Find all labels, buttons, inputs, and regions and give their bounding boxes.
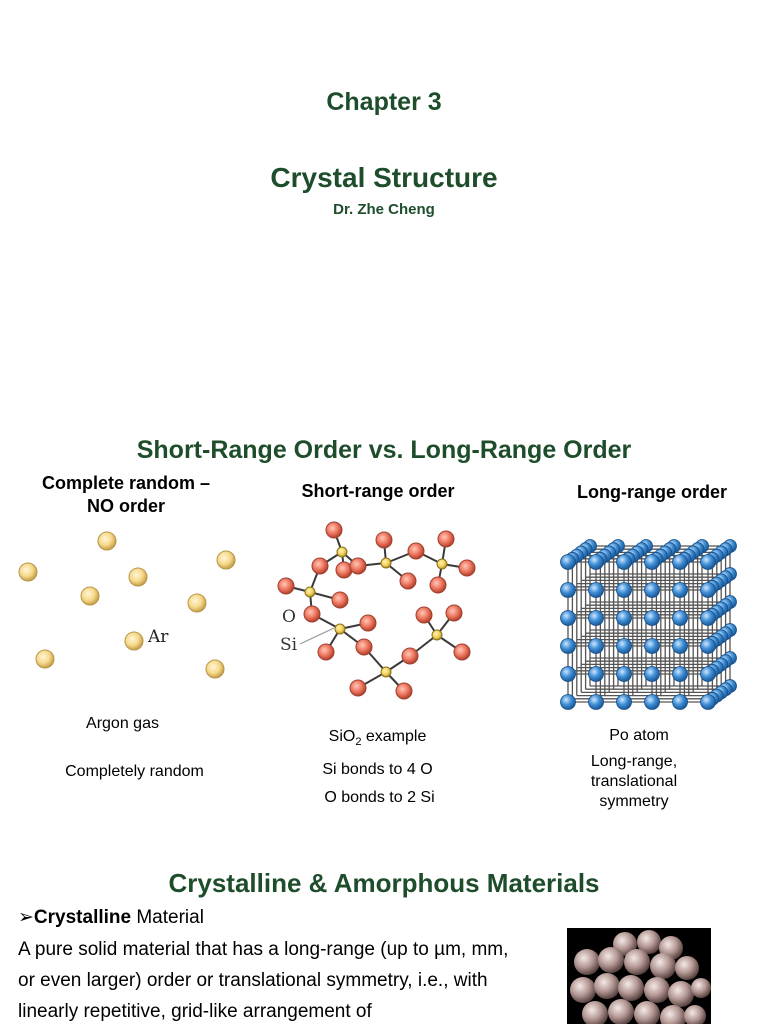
argon-atom bbox=[187, 593, 207, 613]
caption-long-range-line1: Long-range, bbox=[590, 753, 678, 770]
po-atom bbox=[616, 694, 632, 710]
po-atom bbox=[700, 610, 716, 626]
lattice-atoms bbox=[560, 539, 737, 710]
po-atom bbox=[672, 694, 688, 710]
bullet-arrow-icon: ➢ bbox=[18, 907, 34, 928]
caption-sio2-suffix: example bbox=[361, 728, 427, 745]
po-atom bbox=[616, 554, 632, 570]
argon-atom bbox=[128, 567, 148, 587]
po-atom bbox=[588, 582, 604, 598]
po-atom bbox=[616, 638, 632, 654]
paragraph-line: A pure solid material that has a long-ra… bbox=[18, 939, 509, 960]
po-atom bbox=[644, 554, 660, 570]
po-atom bbox=[560, 694, 576, 710]
po-atom bbox=[672, 582, 688, 598]
po-atom bbox=[672, 610, 688, 626]
po-atom bbox=[672, 666, 688, 682]
argon-atom bbox=[80, 586, 100, 606]
caption-po-atom: Po atom bbox=[609, 727, 669, 744]
column-heading-long-range: Long-range order bbox=[576, 482, 727, 502]
author-name: Dr. Zhe Cheng bbox=[333, 201, 435, 218]
column-heading-random-line2: NO order bbox=[86, 496, 165, 516]
caption-argon-gas: Argon gas bbox=[86, 715, 159, 732]
caption-o-bonds: O bonds to 2 Si bbox=[324, 789, 435, 806]
argon-atoms-figure: Ar bbox=[18, 531, 236, 679]
caption-completely-random: Completely random bbox=[65, 763, 204, 780]
po-atom bbox=[700, 638, 716, 654]
section-heading-order: Short-Range Order vs. Long-Range Order bbox=[136, 436, 632, 464]
po-atom bbox=[616, 610, 632, 626]
argon-label: Ar bbox=[147, 627, 169, 647]
chapter-title: Chapter 3 bbox=[326, 88, 442, 116]
po-atom bbox=[616, 666, 632, 682]
caption-long-range-symmetry: Long-range, translational symmetry bbox=[555, 752, 713, 812]
po-atom bbox=[588, 666, 604, 682]
caption-sio2-subscript: 2 bbox=[355, 736, 362, 749]
po-lattice-figure bbox=[560, 539, 737, 710]
po-atom bbox=[700, 554, 716, 570]
po-atom bbox=[644, 610, 660, 626]
po-atom bbox=[644, 666, 660, 682]
argon-atom bbox=[205, 659, 225, 679]
argon-atom bbox=[216, 550, 236, 570]
po-atom bbox=[560, 638, 576, 654]
po-atom bbox=[560, 666, 576, 682]
po-atom bbox=[672, 554, 688, 570]
section-heading-materials: Crystalline & Amorphous Materials bbox=[168, 868, 600, 898]
po-atom bbox=[588, 554, 604, 570]
po-atom bbox=[560, 582, 576, 598]
argon-atom bbox=[97, 531, 117, 551]
caption-sio2-example: SiO2 example bbox=[290, 727, 465, 752]
caption-long-range-line2: translational bbox=[590, 773, 678, 790]
silicon-label: Si bbox=[280, 635, 298, 655]
column-heading-short-range: Short-range order bbox=[301, 481, 455, 501]
po-atom bbox=[588, 610, 604, 626]
oxygen-atoms bbox=[277, 521, 476, 700]
bullet-rest-text: Material bbox=[131, 907, 204, 928]
po-atom bbox=[644, 638, 660, 654]
crystalline-definition-paragraph: A pure solid material that has a long-ra… bbox=[18, 934, 563, 1027]
po-atom bbox=[700, 694, 716, 710]
argon-atom bbox=[35, 649, 55, 669]
page-title: Crystal Structure bbox=[270, 162, 498, 193]
po-atom bbox=[700, 582, 716, 598]
oxygen-label: O bbox=[282, 607, 296, 627]
po-atom bbox=[560, 554, 576, 570]
silicon-atoms bbox=[304, 546, 448, 678]
po-atom bbox=[616, 582, 632, 598]
argon-atom bbox=[18, 562, 38, 582]
paragraph-line: linearly repetitive, grid-like arrangeme… bbox=[18, 1001, 372, 1022]
crystal-packing-image bbox=[567, 928, 711, 1024]
po-atom bbox=[672, 638, 688, 654]
sio2-network-figure: O Si bbox=[277, 521, 476, 700]
packed-spheres bbox=[570, 930, 711, 1024]
column-heading-random-line1: Complete random – bbox=[41, 473, 211, 493]
caption-sio2-prefix: SiO bbox=[328, 728, 356, 745]
po-atom bbox=[644, 582, 660, 598]
si-pointer-line bbox=[299, 627, 335, 645]
argon-atom bbox=[124, 631, 144, 651]
caption-si-bonds: Si bonds to 4 O bbox=[322, 761, 433, 778]
po-atom bbox=[644, 694, 660, 710]
caption-long-range-line3: symmetry bbox=[599, 793, 669, 810]
column-heading-random: Complete random – NO order bbox=[10, 472, 242, 518]
po-atom bbox=[700, 666, 716, 682]
bullet-bold-term: Crystalline bbox=[33, 907, 132, 928]
po-atom bbox=[560, 610, 576, 626]
po-atom bbox=[588, 694, 604, 710]
po-atom bbox=[588, 638, 604, 654]
bullet-crystalline: ➢Crystalline Material bbox=[18, 906, 204, 929]
paragraph-line: or even larger) order or translational s… bbox=[18, 970, 488, 991]
